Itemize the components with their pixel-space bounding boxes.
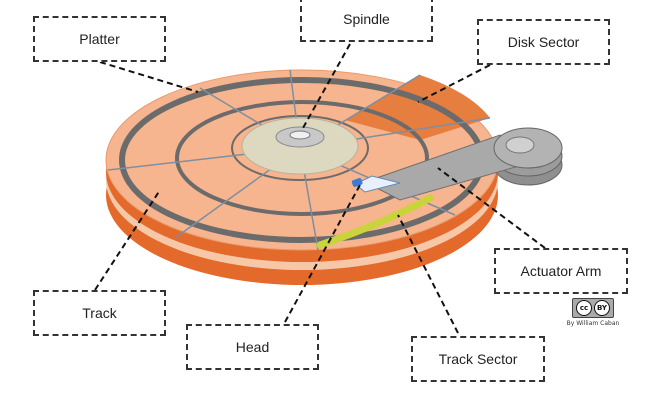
head-label: Head [186,324,319,370]
leader-lines [94,43,546,334]
cc-by-icon: cc BY By William Caban [563,298,623,328]
platter-label: Platter [33,16,166,62]
track-label: Track [33,290,166,336]
head-slider [354,175,401,193]
cc-glyph: cc [576,300,592,316]
spindle-center [289,130,311,140]
track-ring-inner [231,115,369,181]
actuator-arm [351,127,563,201]
disk-sector-label: Disk Sector [477,19,610,65]
track-sector-highlight [316,194,434,249]
track-sector-label: Track Sector [411,336,545,382]
by-glyph: BY [594,300,610,316]
spindle-label: Spindle [300,0,433,42]
actuator-arm-label: Actuator Arm [494,248,628,294]
track-ring-middle [175,100,429,216]
license-credit: By William Caban [566,320,620,327]
